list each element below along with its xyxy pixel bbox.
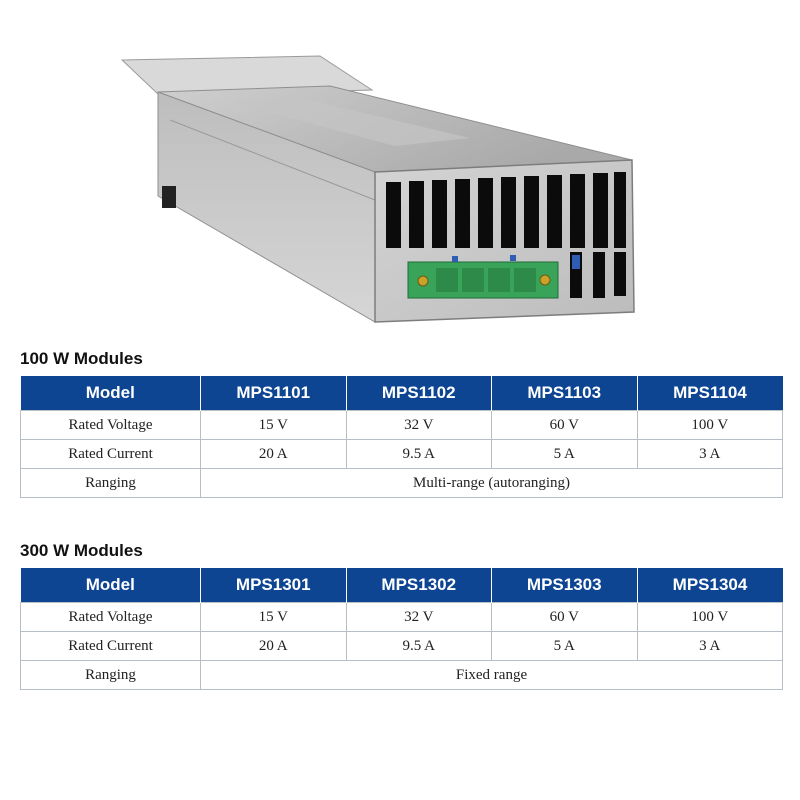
model-name: MPS1303 (491, 568, 637, 603)
table-cell: 60 V (491, 602, 638, 632)
table-cell-merged: Fixed range (200, 660, 783, 690)
table-cell: 15 V (200, 602, 347, 632)
model-name: MPS1302 (345, 568, 492, 603)
table-cell: 5 A (491, 439, 638, 469)
table-cell: 5 A (491, 631, 638, 661)
row-label: Rated Current (20, 631, 201, 661)
row-label: Rated Voltage (20, 410, 201, 440)
header-row: Model MPS1301 MPS1302 MPS1303 MPS1304 (20, 568, 783, 603)
table-cell: 32 V (345, 602, 492, 632)
model-name: MPS1301 (200, 568, 346, 603)
table-cell: 100 V (636, 410, 783, 440)
table-cell: 20 A (200, 631, 347, 661)
table-row-rated-current: Rated Current 20 A 9.5 A 5 A 3 A (20, 631, 783, 661)
table-cell: 15 V (200, 410, 347, 440)
terminal-connector (407, 255, 559, 299)
model-name: MPS1304 (636, 568, 783, 603)
table-cell: 32 V (345, 410, 492, 440)
model-name: MPS1101 (200, 376, 346, 411)
table-cell: 3 A (636, 631, 783, 661)
model-header: Model (20, 568, 201, 603)
table-cell: 20 A (200, 439, 347, 469)
table-cell: 9.5 A (345, 439, 492, 469)
model-name: MPS1103 (491, 376, 637, 411)
table-cell: 100 V (636, 602, 783, 632)
model-header: Model (20, 376, 201, 411)
modules-300w-section: 300 W Modules Model MPS1301 MPS1302 MPS1… (20, 540, 783, 690)
table-cell: 9.5 A (345, 631, 492, 661)
model-name: MPS1104 (636, 376, 783, 411)
row-label: Ranging (20, 468, 201, 498)
table-cell: 60 V (491, 410, 638, 440)
table-row-rated-voltage: Rated Voltage 15 V 32 V 60 V 100 V (20, 410, 783, 440)
chassis-flange (120, 55, 374, 97)
product-photo (120, 55, 635, 323)
spec-table-100w: Model MPS1101 MPS1102 MPS1103 MPS1104 Ra… (20, 376, 783, 498)
row-label: Rated Voltage (20, 602, 201, 632)
table-row-ranging: Ranging Fixed range (20, 660, 783, 690)
table-row-ranging: Ranging Multi-range (autoranging) (20, 468, 783, 498)
section-title: 300 W Modules (20, 541, 143, 560)
vent-slots (386, 172, 626, 298)
row-label: Rated Current (20, 439, 201, 469)
table-cell: 3 A (636, 439, 783, 469)
table-cell-merged: Multi-range (autoranging) (200, 468, 783, 498)
model-name: MPS1102 (345, 376, 492, 411)
section-title: 100 W Modules (20, 349, 143, 368)
spec-table-300w: Model MPS1301 MPS1302 MPS1303 MPS1304 Ra… (20, 568, 783, 690)
table-row-rated-current: Rated Current 20 A 9.5 A 5 A 3 A (20, 439, 783, 469)
table-row-rated-voltage: Rated Voltage 15 V 32 V 60 V 100 V (20, 602, 783, 632)
modules-100w-section: 100 W Modules Model MPS1101 MPS1102 MPS1… (20, 348, 783, 498)
row-label: Ranging (20, 660, 201, 690)
header-row: Model MPS1101 MPS1102 MPS1103 MPS1104 (20, 376, 783, 411)
